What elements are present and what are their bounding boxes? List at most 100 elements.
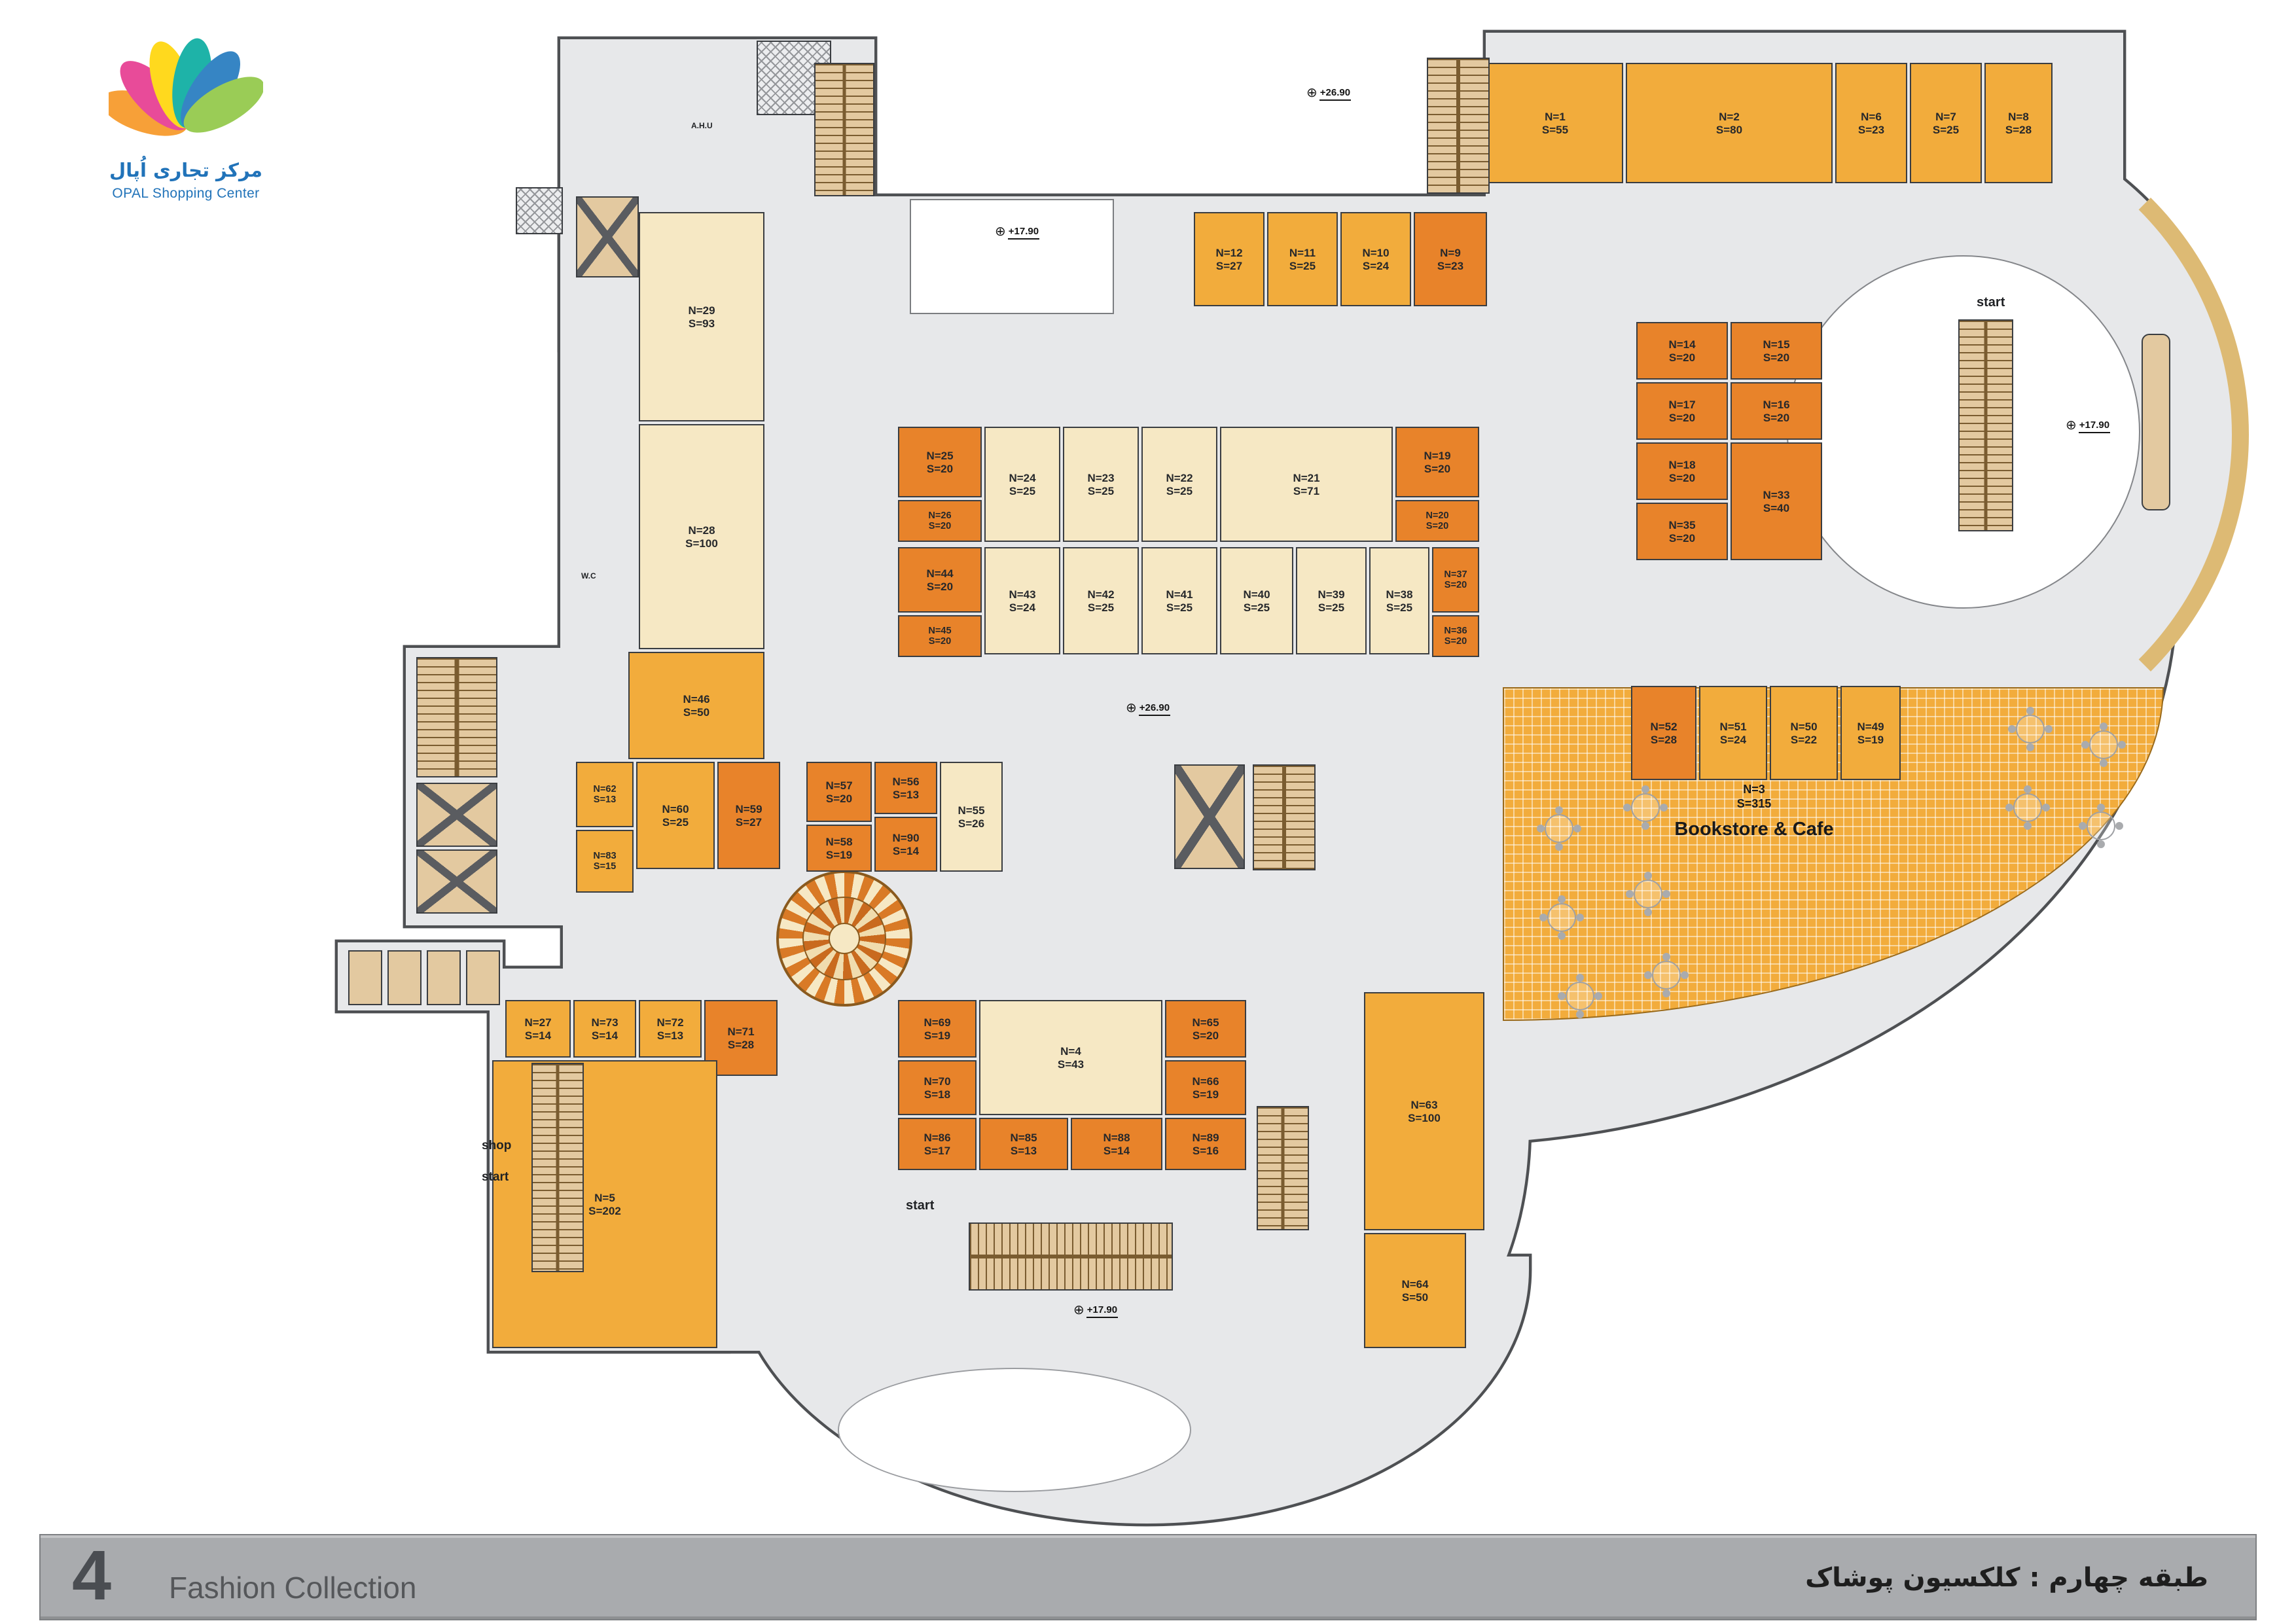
shop-number: N=45 (928, 624, 952, 636)
shop-number: N=17 (1668, 397, 1696, 411)
shop-number: N=72 (656, 1015, 684, 1029)
elevator-left-b (416, 849, 497, 914)
shop-area: S=13 (1010, 1144, 1037, 1157)
shop-number: N=28 (688, 523, 715, 537)
shop-area: S=40 (1763, 501, 1790, 514)
level-target-icon: ⊕ (1126, 701, 1137, 715)
shop-number: N=89 (1192, 1130, 1219, 1144)
shop-number: N=90 (892, 830, 920, 844)
shop-number: N=25 (926, 448, 954, 462)
room-label: A.H.U (691, 123, 713, 131)
cafe-table (1631, 793, 1660, 822)
level-target-icon: ⊕ (1306, 86, 1318, 100)
shop-area: S=20 (1763, 351, 1790, 364)
shop-number: N=5 (594, 1190, 615, 1204)
shop-area: S=20 (825, 792, 853, 805)
shop-number: N=10 (1362, 245, 1390, 259)
shop-number: N=60 (662, 802, 689, 815)
shop-area: S=23 (1437, 259, 1464, 272)
level-target-icon: ⊕ (2066, 418, 2077, 433)
shop-area: S=24 (1009, 601, 1036, 614)
cafe-table (1634, 880, 1662, 908)
elevation-marker: ⊕+26.90 (1126, 702, 1170, 715)
shop-number: N=4 (1060, 1044, 1081, 1058)
shop-number: N=1 (1545, 109, 1566, 123)
shop-area: S=20 (928, 635, 952, 647)
shop-area: S=50 (1401, 1291, 1429, 1304)
elevation-marker: ⊕+26.90 (1306, 86, 1351, 100)
service-box-4 (466, 950, 500, 1005)
shop-number: N=49 (1857, 719, 1884, 733)
shop-area: S=25 (1009, 484, 1036, 497)
shop-number: N=59 (735, 802, 762, 815)
shop-number: N=6 (1861, 109, 1882, 123)
shop-start-line2: start (482, 1169, 509, 1185)
shop-area: S=20 (926, 462, 954, 475)
shop-area: S=25 (1087, 484, 1115, 497)
shop-area: S=19 (924, 1029, 951, 1042)
shop-area: S=25 (1386, 601, 1413, 614)
shop-area: S=50 (683, 705, 710, 719)
shop-area: S=23 (1857, 123, 1885, 136)
shop-number: N=57 (825, 778, 853, 792)
elevator-topleft (576, 196, 639, 277)
atrium-stage-deck (2142, 334, 2170, 510)
shop-area: S=18 (924, 1088, 951, 1101)
shop-number: N=42 (1087, 587, 1115, 601)
shop-number: N=29 (688, 303, 715, 317)
shop-area: S=100 (1408, 1111, 1441, 1124)
cafe-table (1545, 814, 1573, 843)
service-box-1 (348, 950, 382, 1005)
shop-area: S=25 (1166, 601, 1193, 614)
start-label-atrium: start (1977, 296, 2005, 310)
shop-number: N=85 (1010, 1130, 1037, 1144)
shaft-grille (516, 187, 563, 234)
service-box-3 (427, 950, 461, 1005)
cafe-table (1652, 961, 1681, 990)
shop-area: S=28 (727, 1038, 755, 1051)
shop-number: N=44 (926, 566, 954, 580)
shop-area: S=14 (1103, 1144, 1130, 1157)
elevation-value: +17.90 (2079, 419, 2110, 433)
shop-area: S=20 (1668, 411, 1696, 424)
shop-area: S=20 (1668, 351, 1696, 364)
shop-area: S=20 (1426, 520, 1449, 531)
shop-number: N=38 (1386, 587, 1413, 601)
shop-number: N=46 (683, 692, 710, 705)
shop-number: N=58 (825, 834, 853, 848)
shop-number: N=23 (1087, 471, 1115, 484)
bookstore-area: S=315 (1736, 797, 1772, 811)
floor-title-en: Fashion Collection (169, 1571, 417, 1605)
shop-area: S=20 (1424, 462, 1451, 475)
cafe-table (2016, 715, 2045, 743)
cafe-table (1547, 903, 1576, 932)
elevation-value: +26.90 (1319, 86, 1351, 100)
shop-area: S=20 (1668, 471, 1696, 484)
elevator-left-a (416, 783, 497, 847)
shop-area: S=20 (926, 580, 954, 593)
